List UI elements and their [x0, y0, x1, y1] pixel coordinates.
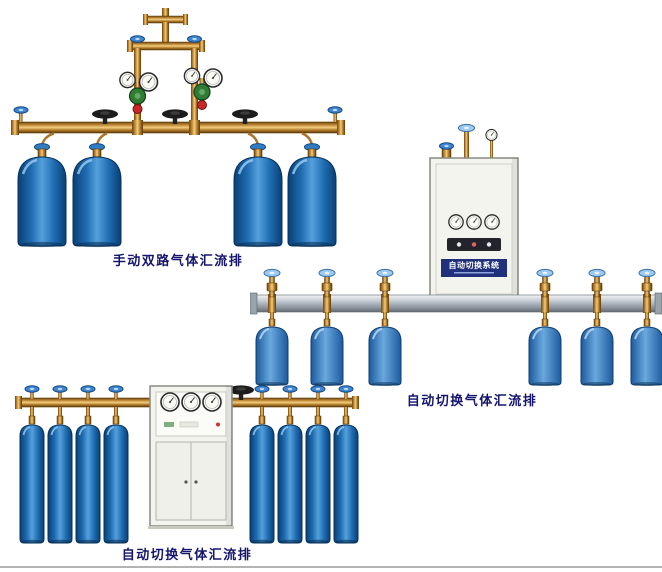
- pipe-end-valves: [13, 106, 343, 122]
- cabinet-indicator-decals: [164, 421, 220, 428]
- cabinet-nameplate: 自动切换系统: [441, 259, 507, 277]
- cylinder-valve: [639, 269, 655, 297]
- gas-cylinder: [255, 318, 289, 387]
- auto-switch-manifold-illustration: 自动切换系统: [250, 123, 662, 387]
- product-label: 自动切换气体汇流排: [121, 547, 253, 562]
- cylinder-valve: [264, 269, 280, 297]
- gas-cylinder: [305, 415, 331, 545]
- cylinder-nipples: [270, 312, 649, 324]
- valve-knob-icon: [130, 35, 145, 43]
- header-pipe: [127, 40, 205, 52]
- rail-valves: [264, 269, 655, 313]
- product-label: 自动切换气体汇流排: [406, 393, 538, 408]
- product-label: 手动双路气体汇流排: [112, 253, 244, 268]
- manual-dual-manifold-illustration: [11, 8, 345, 249]
- gas-cylinder: [249, 415, 275, 545]
- manifold-rail: [250, 292, 662, 315]
- valve-knob-icon: [187, 35, 202, 43]
- product-auto-switch-manifold-floor: 自动切换气体汇流排: [12, 378, 362, 570]
- gas-cylinder: [16, 142, 68, 249]
- gas-cylinder: [71, 142, 123, 249]
- cabinet-gauge-panel: [160, 392, 222, 412]
- gas-cylinder: [19, 415, 45, 545]
- gas-cylinder: [310, 318, 344, 387]
- cabinet-top-fittings: [439, 123, 498, 159]
- gas-cylinder: [630, 318, 662, 387]
- product-auto-switch-manifold-wall: 自动切换系统: [250, 118, 662, 418]
- gas-cylinder: [277, 415, 303, 545]
- gas-cylinder: [528, 318, 562, 387]
- cabinet-nameplate-text: 自动切换系统: [449, 260, 500, 270]
- control-cabinet: 自动切换系统: [429, 157, 519, 301]
- gas-cylinder: [47, 415, 73, 545]
- cylinder-valve: [537, 269, 553, 297]
- manifold-pipe: [11, 120, 345, 135]
- cylinder-valve: [319, 269, 335, 297]
- gas-cylinder: [368, 318, 402, 387]
- cabinet-display: [447, 238, 501, 251]
- cylinder-necks: [30, 407, 348, 423]
- top-tee-pipe: [143, 8, 188, 44]
- cabinet-gauge-panel: [448, 214, 500, 230]
- gas-cylinder: [333, 415, 359, 545]
- gas-cylinder: [580, 318, 614, 387]
- pipe-valve-knobs: [24, 385, 354, 399]
- gas-cylinder: [75, 415, 101, 545]
- control-cabinet: [148, 385, 234, 529]
- cabinet-doors: [155, 441, 227, 521]
- product-manual-dual-manifold: 手动双路气体汇流排: [8, 4, 348, 270]
- cylinder-valve: [589, 269, 605, 297]
- cylinder-valve: [377, 269, 393, 297]
- pressure-regulator: [184, 68, 222, 109]
- auto-switch-floor-manifold-illustration: [15, 385, 359, 545]
- gas-cylinder: [103, 415, 129, 545]
- page-bottom-divider: [0, 566, 662, 568]
